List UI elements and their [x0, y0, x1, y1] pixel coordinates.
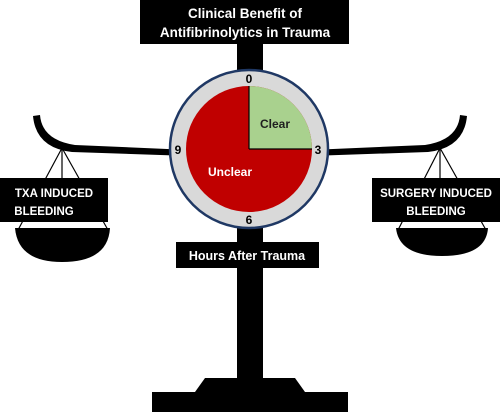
- scale-beam-left: [33, 115, 190, 156]
- unclear-label: Unclear: [208, 165, 252, 179]
- clear-label: Clear: [260, 117, 290, 131]
- clock-tick-6: 6: [246, 213, 253, 227]
- clock-face-clear: [249, 86, 312, 149]
- left-pan-label-box: [0, 178, 108, 222]
- right-pan-label-line-1: SURGERY INDUCED: [380, 188, 492, 200]
- scale-base-top: [195, 378, 305, 392]
- left-pan: [15, 228, 110, 262]
- clock-tick-0: 0: [246, 72, 253, 86]
- scale-beam-right: [310, 115, 467, 156]
- title-box: [140, 0, 349, 44]
- scale-base: [152, 392, 348, 412]
- title-line-2: Antifibrinolytics in Trauma: [160, 25, 331, 40]
- title-line-1: Clinical Benefit of: [188, 6, 303, 21]
- clock-tick-9: 9: [175, 143, 182, 157]
- right-pan: [396, 228, 488, 256]
- left-pan-label-line-2: BLEEDING: [14, 206, 73, 218]
- clock-tick-3: 3: [315, 143, 322, 157]
- axis-label: Hours After Trauma: [189, 249, 306, 263]
- axis-label-box: [176, 242, 319, 268]
- right-pan-label-box: [372, 178, 500, 222]
- right-pan-label-line-2: BLEEDING: [406, 206, 465, 218]
- left-pan-label-line-1: TXA INDUCED: [15, 188, 93, 200]
